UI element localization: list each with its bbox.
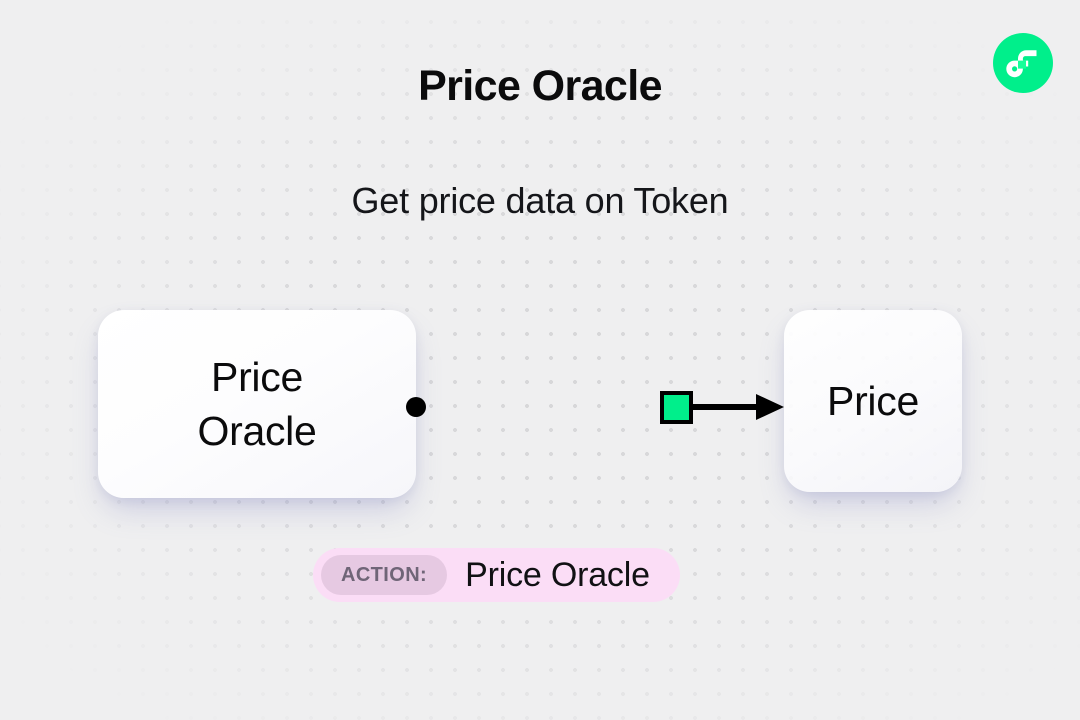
page-title: Price Oracle — [418, 62, 662, 110]
green-square-marker[interactable] — [660, 391, 693, 424]
node-price-oracle-label: Price Oracle — [198, 350, 317, 458]
node-price-label: Price — [827, 377, 919, 424]
action-badge-chip: ACTION: — [321, 555, 448, 595]
node-price-oracle[interactable]: Price Oracle — [98, 310, 416, 498]
page-subtitle: Get price data on Token — [351, 180, 729, 221]
source-dot — [406, 397, 426, 417]
node-price-oracle-label-line1: Price — [211, 353, 303, 400]
flow-logo — [993, 33, 1053, 93]
connector-edge[interactable] — [396, 378, 796, 438]
arrow-head-icon — [756, 394, 784, 420]
action-badge-value: Price Oracle — [465, 555, 650, 594]
action-badge[interactable]: ACTION: Price Oracle — [313, 548, 680, 602]
node-price-oracle-label-line2: Oracle — [197, 408, 317, 454]
node-price[interactable]: Price — [784, 310, 962, 492]
